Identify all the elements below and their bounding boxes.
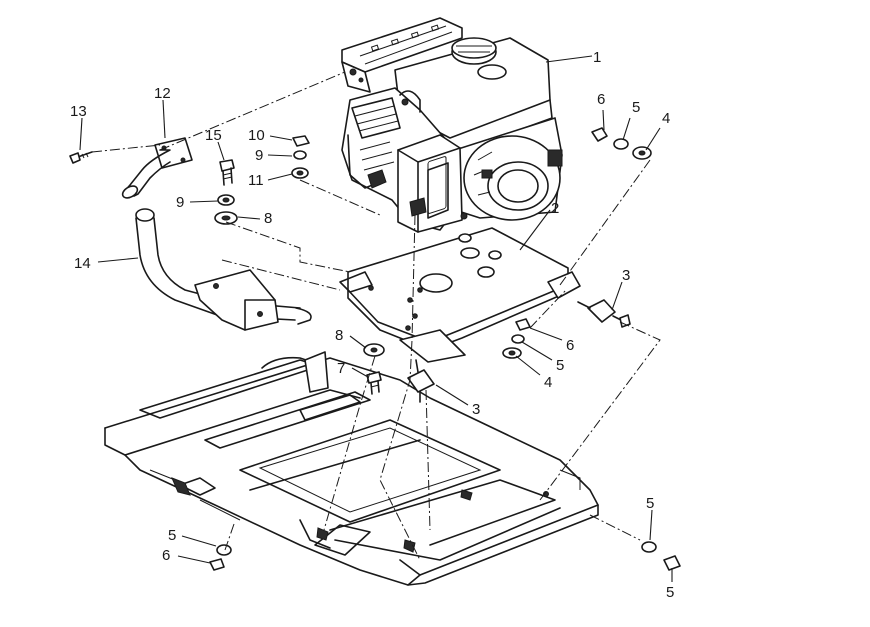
- callout-12: 12: [154, 85, 171, 102]
- leader-lines: [79, 55, 673, 582]
- callout-numbers: 1 2 3 3 4 4 5 5 5 5 5 6 6 6 7 8 8 9 9 10…: [70, 49, 674, 601]
- callout-5: 5: [168, 527, 176, 544]
- hardware: [69, 127, 681, 571]
- callout-3: 3: [472, 401, 480, 418]
- callout-8: 8: [264, 210, 272, 227]
- callout-1: 1: [593, 49, 601, 66]
- callout-6: 6: [162, 547, 170, 564]
- callout-10: 10: [248, 127, 265, 144]
- callout-9: 9: [176, 194, 184, 211]
- callout-5: 5: [646, 495, 654, 512]
- callout-11: 11: [248, 172, 264, 189]
- callout-6: 6: [566, 337, 574, 354]
- chassis-frame: [104, 351, 599, 586]
- engine: [341, 17, 563, 233]
- callout-5: 5: [632, 99, 640, 116]
- callout-9: 9: [255, 147, 263, 164]
- callout-13: 13: [70, 103, 87, 120]
- callout-5: 5: [666, 584, 674, 601]
- callout-6: 6: [597, 91, 605, 108]
- callout-4: 4: [662, 110, 670, 127]
- callout-3: 3: [622, 267, 630, 284]
- callout-8: 8: [335, 327, 343, 344]
- callout-14: 14: [74, 255, 91, 272]
- callout-5: 5: [556, 357, 564, 374]
- exhaust-pipe: [121, 137, 312, 331]
- callout-15: 15: [205, 127, 222, 144]
- callout-4: 4: [544, 374, 552, 391]
- callout-2: 2: [551, 200, 559, 217]
- engine-mount-plate: [339, 227, 581, 363]
- callout-7: 7: [337, 360, 345, 377]
